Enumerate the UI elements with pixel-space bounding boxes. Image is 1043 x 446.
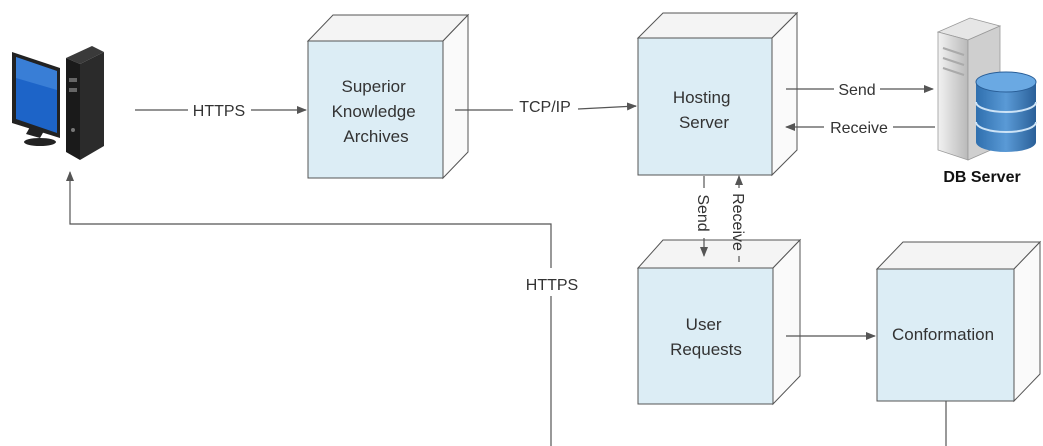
- archives-label-line-1: Superior: [342, 77, 407, 96]
- user-requests-label: User Requests: [670, 315, 742, 359]
- hosting-label-line-1: Hosting: [673, 88, 731, 107]
- hosting-server-node: Hosting Server: [636, 11, 799, 177]
- edge-requests-receive-hosting: Receive: [729, 175, 746, 262]
- edge-label-https-1: HTTPS: [193, 103, 245, 120]
- archives-label: Superior Knowledge Archives: [332, 77, 421, 146]
- user-requests-line-1: User: [686, 315, 722, 334]
- edge-label-tcpip: TCP/IP: [519, 99, 571, 116]
- edge-archives-to-hosting: TCP/IP: [455, 99, 637, 116]
- user-requests-node: User Requests: [636, 238, 802, 406]
- edge-hosting-send-db: Send: [786, 82, 934, 99]
- edge-db-receive-hosting: Receive: [785, 120, 935, 137]
- user-requests-line-2: Requests: [670, 340, 742, 359]
- edge-client-to-archives: HTTPS: [135, 103, 307, 120]
- edge-hosting-send-requests: Send: [694, 176, 711, 257]
- hosting-server-label: Hosting Server: [673, 88, 735, 132]
- edge-label-receive-requests: Receive: [729, 193, 746, 251]
- edge-label-https-2: HTTPS: [526, 277, 578, 294]
- conformation-label: Conformation: [892, 325, 994, 344]
- desktop-computer-icon: [12, 46, 104, 160]
- edge-label-send-requests: Send: [694, 194, 711, 231]
- edge-label-send-db: Send: [838, 82, 875, 99]
- database-cylinder-icon: [975, 71, 1037, 152]
- archives-label-line-3: Archives: [343, 127, 408, 146]
- archives-node: Superior Knowledge Archives: [306, 13, 470, 180]
- db-server-label: DB Server: [943, 169, 1020, 186]
- conformation-node: Conformation: [875, 240, 1042, 403]
- db-server-icon: DB Server: [936, 17, 1037, 186]
- conformation-line-1: Conformation: [892, 325, 994, 344]
- edge-label-receive-db: Receive: [830, 120, 888, 137]
- edge-return-to-client: HTTPS: [66, 171, 578, 446]
- hosting-label-line-2: Server: [679, 113, 729, 132]
- archives-label-line-2: Knowledge: [332, 102, 416, 121]
